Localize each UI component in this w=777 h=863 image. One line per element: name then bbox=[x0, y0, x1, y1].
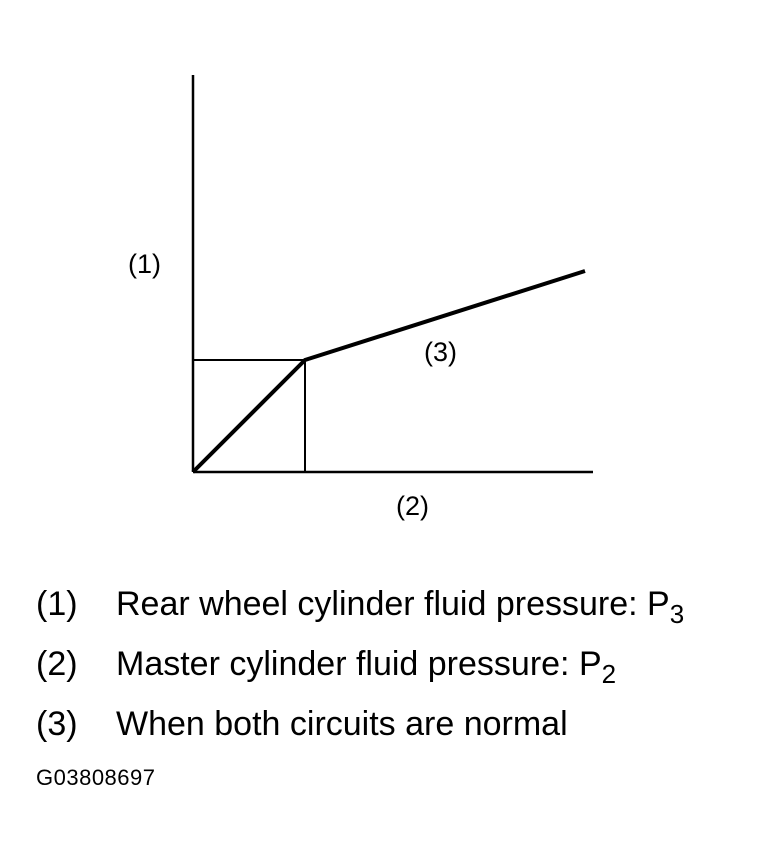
figure-code: G03808697 bbox=[36, 765, 156, 790]
legend-text: Rear wheel cylinder fluid pressure: P bbox=[116, 585, 670, 623]
line-callout: (3) bbox=[424, 337, 457, 367]
x-axis-callout: (2) bbox=[396, 491, 429, 521]
legend-number: (3) bbox=[36, 705, 78, 743]
legend-item-2: (2) Master cylinder fluid pressure: P2 bbox=[36, 644, 616, 687]
legend-number: (2) bbox=[36, 645, 78, 683]
pressure-characteristic-line bbox=[191, 269, 586, 474]
legend-text: When both circuits are normal bbox=[116, 705, 568, 743]
legend-subscript: 3 bbox=[669, 599, 685, 629]
legend-subscript: 2 bbox=[601, 659, 617, 689]
legend-item-3: (3) When both circuits are normal bbox=[36, 704, 568, 744]
y-axis-callout: (1) bbox=[128, 249, 161, 279]
legend-number: (1) bbox=[36, 585, 78, 623]
legend-text: Master cylinder fluid pressure: P bbox=[116, 645, 602, 683]
legend-item-1: (1) Rear wheel cylinder fluid pressure: P… bbox=[36, 584, 684, 627]
